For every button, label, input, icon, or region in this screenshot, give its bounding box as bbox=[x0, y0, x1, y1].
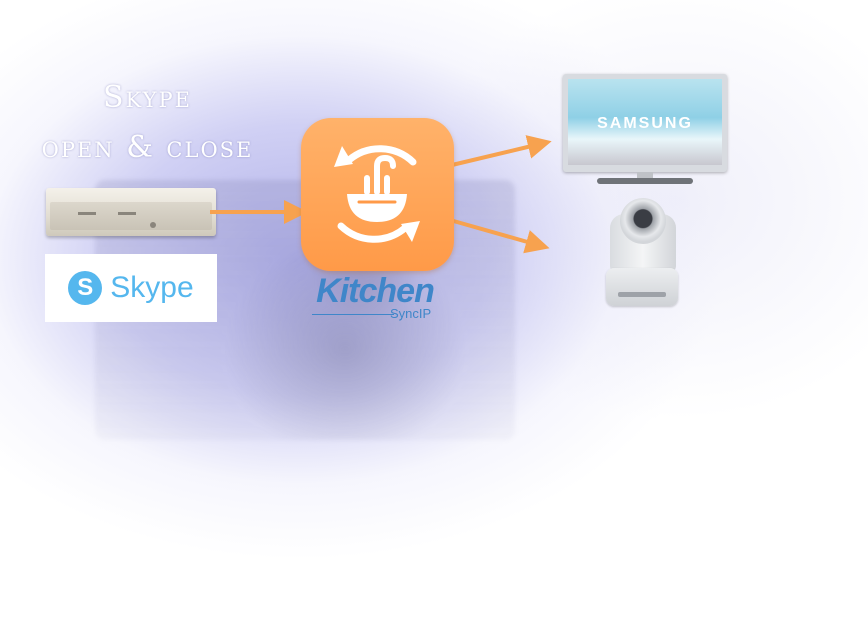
mini-pc-slot bbox=[78, 212, 96, 215]
tv-brand-label: SAMSUNG bbox=[597, 115, 693, 132]
samsung-tv-image: SAMSUNG bbox=[563, 74, 727, 172]
skype-wordmark: Skype bbox=[110, 271, 194, 304]
camera-lens bbox=[620, 198, 666, 244]
caption-title: Skype bbox=[103, 80, 192, 115]
skype-icon: S bbox=[68, 271, 103, 305]
mini-pc-slot bbox=[118, 212, 136, 215]
app-name-underline bbox=[312, 314, 394, 315]
arrow-app-to-camera bbox=[449, 218, 550, 254]
sink-sync-icon bbox=[334, 145, 420, 243]
mini-pc-image bbox=[46, 188, 216, 236]
tv-stand-neck bbox=[637, 172, 653, 180]
mini-pc-front-panel bbox=[50, 202, 212, 230]
camera-base bbox=[606, 268, 678, 306]
kitchen-sync-app-icon bbox=[301, 118, 454, 271]
ptz-camera-image bbox=[600, 198, 680, 316]
caption-subtitle: open & close bbox=[41, 130, 254, 165]
camera-base-strip bbox=[618, 292, 666, 297]
arrow-app-to-tv bbox=[451, 135, 552, 167]
mini-pc-port bbox=[150, 222, 156, 228]
tv-screen: SAMSUNG bbox=[568, 79, 722, 165]
app-subname: SyncIP bbox=[390, 306, 432, 321]
tv-stand-base bbox=[597, 178, 693, 184]
app-name: Kitchen bbox=[316, 272, 435, 310]
skype-logo: S Skype bbox=[45, 254, 217, 322]
